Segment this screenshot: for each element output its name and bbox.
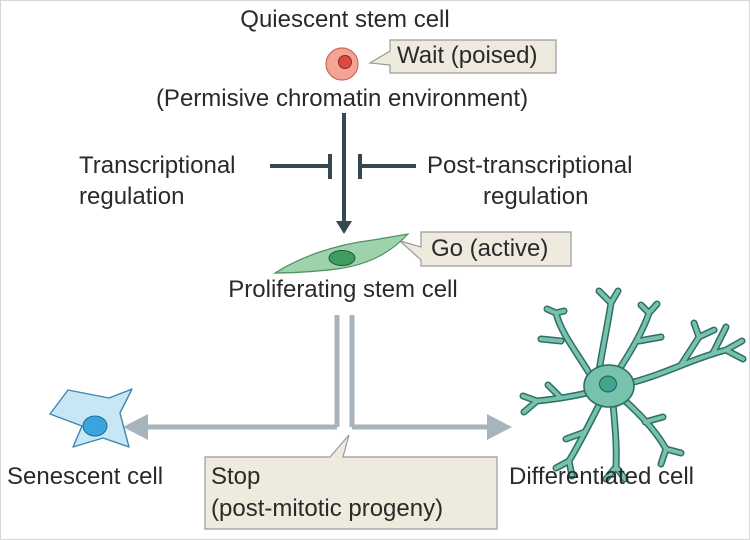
quiescent-cell-title: Quiescent stem cell — [240, 6, 450, 33]
stop-callout-label-line2: (post-mitotic progeny) — [211, 495, 444, 522]
proliferating-cell-title: Proliferating stem cell — [228, 276, 458, 303]
quiescent-cell-subtitle: (Permisive chromatin environment) — [155, 85, 529, 112]
wait-callout-box — [368, 39, 557, 74]
differentiated-neuron-icon — [519, 287, 747, 483]
post-transcriptional-regulation-label-line2: regulation — [483, 183, 589, 210]
proliferating-stem-cell-icon — [272, 233, 410, 274]
senescent-cell-label: Senescent cell — [7, 463, 164, 490]
go-callout-label: Go (active) — [431, 235, 549, 262]
branch-arrows — [123, 315, 512, 440]
differentiated-cell-label: Differentiated cell — [509, 463, 694, 490]
stop-callout-box — [204, 434, 498, 530]
stop-callout-label-line1: Stop — [211, 463, 261, 490]
transcriptional-regulation-label-line2: regulation — [79, 183, 185, 210]
transcriptional-inhibition-arrow — [270, 154, 332, 179]
wait-callout-label: Wait (poised) — [397, 42, 538, 69]
go-callout-box — [399, 231, 572, 267]
post-transcriptional-inhibition-arrow — [358, 154, 416, 179]
post-transcriptional-regulation-label-line1: Post-transcriptional — [427, 152, 633, 179]
senescent-cell-icon — [49, 388, 133, 448]
quiescent-stem-cell-icon — [325, 47, 359, 81]
transcriptional-regulation-label-line1: Transcriptional — [79, 152, 236, 179]
down-arrow — [336, 113, 352, 234]
